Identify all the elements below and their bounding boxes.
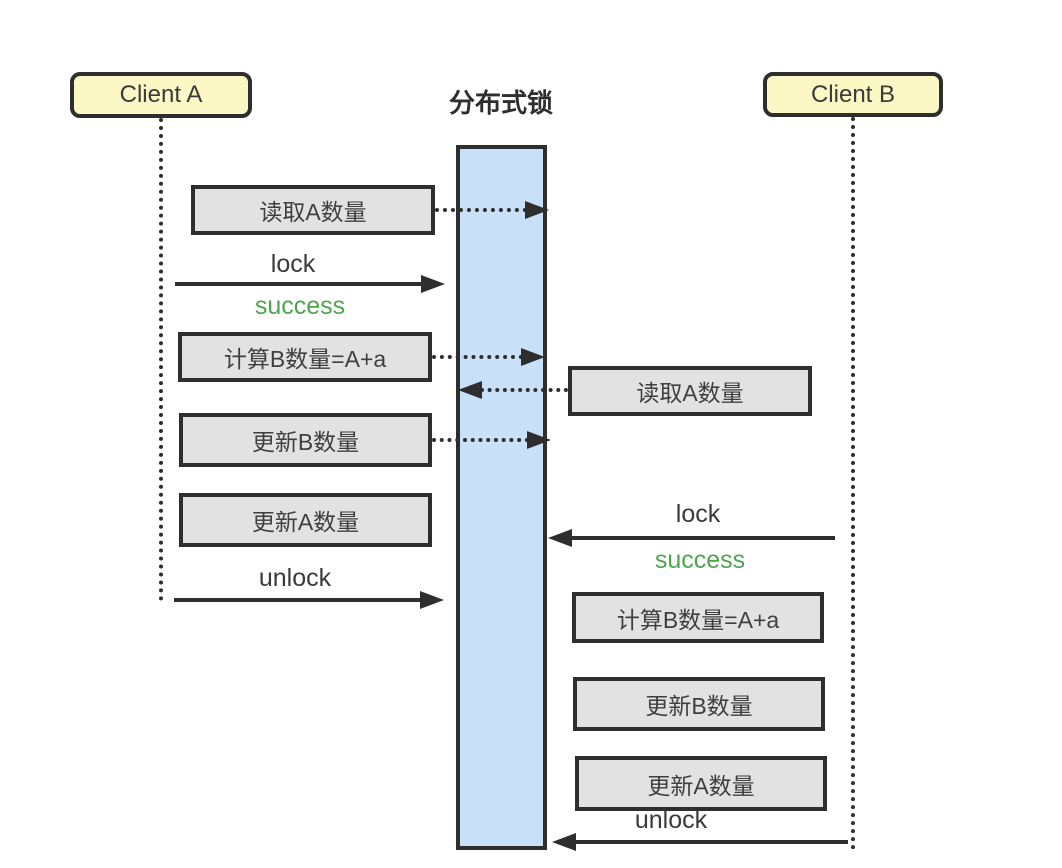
lifeline-client-a <box>159 118 163 601</box>
arrowhead-right-icon <box>420 591 444 609</box>
label-success-client-a: success <box>254 292 346 320</box>
actor-client-b: Client B <box>763 72 943 117</box>
label-lock-client-b: lock <box>675 500 721 528</box>
task-compute-b-client-a: 计算B数量=A+a <box>178 332 432 382</box>
dotted-line <box>480 388 568 392</box>
task-read-a-client-a: 读取A数量 <box>191 185 435 235</box>
solid-line <box>175 282 423 286</box>
arrowhead-left-icon <box>548 529 572 547</box>
task-read-a-client-a-label: 读取A数量 <box>259 199 367 225</box>
task-update-b-client-a: 更新B数量 <box>179 413 432 467</box>
arrowhead-right-icon <box>527 431 551 449</box>
task-compute-b-client-a-label: 计算B数量=A+a <box>223 346 387 372</box>
task-update-a-client-a-label: 更新A数量 <box>251 509 360 535</box>
actor-client-b-label: Client B <box>810 80 896 108</box>
arrowhead-right-icon <box>521 348 545 366</box>
distributed-lock-bar <box>456 145 547 850</box>
actor-client-a-label: Client A <box>119 81 203 108</box>
label-success-client-b: success <box>654 546 746 574</box>
label-unlock-client-a: unlock <box>258 564 332 592</box>
arrowhead-right-icon <box>525 201 549 219</box>
dotted-line <box>432 438 529 442</box>
arrowhead-left-icon <box>552 833 576 851</box>
task-update-b-client-b-label: 更新B数量 <box>645 693 753 719</box>
actor-client-a: Client A <box>70 72 252 118</box>
lifeline-client-b <box>851 117 855 850</box>
label-unlock-client-b: unlock <box>634 806 708 834</box>
task-update-a-client-b-label: 更新A数量 <box>647 772 755 799</box>
arrowhead-left-icon <box>458 381 482 399</box>
diagram-title: 分布式锁 <box>448 88 553 118</box>
task-read-a-client-b-label: 读取A数量 <box>636 380 744 406</box>
arrowhead-right-icon <box>421 275 445 293</box>
task-compute-b-client-b: 计算B数量=A+a <box>572 592 824 643</box>
task-update-a-client-a: 更新A数量 <box>179 493 432 547</box>
task-compute-b-client-b-label: 计算B数量=A+a <box>616 606 780 633</box>
task-update-a-client-b: 更新A数量 <box>575 756 827 811</box>
task-read-a-client-b: 读取A数量 <box>568 366 812 416</box>
dotted-line <box>432 355 523 359</box>
solid-line <box>570 536 835 540</box>
label-lock-client-a: lock <box>270 250 316 278</box>
solid-line <box>574 840 848 844</box>
task-update-b-client-a-label: 更新B数量 <box>251 429 360 455</box>
task-update-b-client-b: 更新B数量 <box>573 677 825 731</box>
solid-line <box>174 598 422 602</box>
dotted-line <box>435 208 527 212</box>
